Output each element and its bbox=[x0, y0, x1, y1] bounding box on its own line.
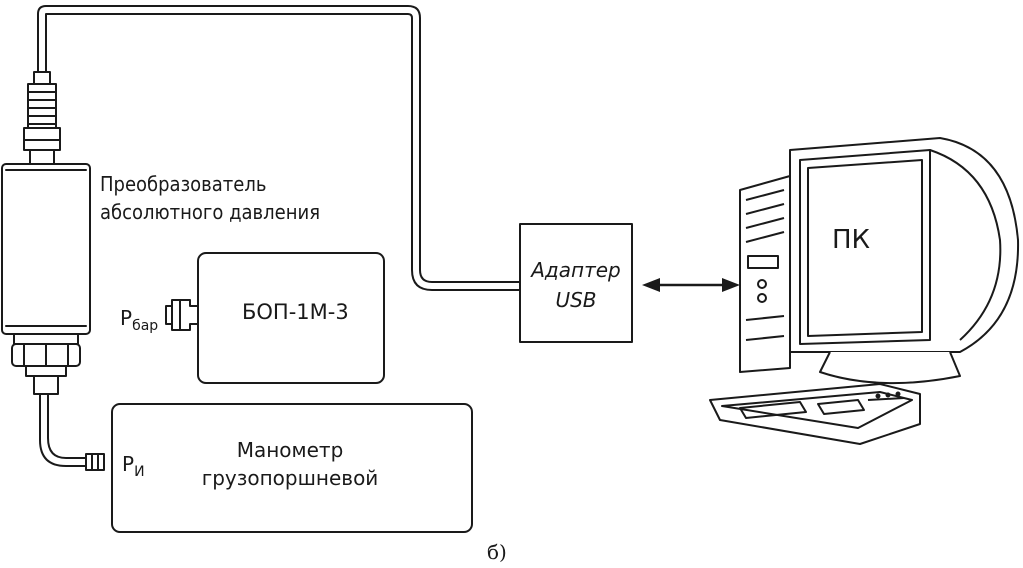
p-bar-sub: бар bbox=[132, 318, 159, 334]
sensor-label-line2: абсолютного давления bbox=[100, 200, 321, 224]
pc-monitor-body bbox=[789, 137, 1020, 353]
p-bar-main: P bbox=[120, 306, 133, 330]
adapter-label-line2: USB bbox=[555, 288, 597, 312]
pc-illustration bbox=[709, 137, 1020, 445]
p-bar-symbol: Pбар bbox=[120, 306, 158, 334]
top-connector-ferrule bbox=[33, 71, 51, 85]
p-i-main: P bbox=[122, 452, 135, 476]
sensor-label-line1: Преобразователь bbox=[100, 172, 267, 196]
gauge-connector bbox=[85, 453, 105, 471]
pc-monitor-stand bbox=[819, 351, 961, 385]
p-i-sub: И bbox=[134, 464, 145, 480]
bop-box bbox=[197, 252, 385, 384]
sensor-label: Преобразователь абсолютного давления bbox=[100, 170, 320, 226]
tube-lower bbox=[39, 393, 87, 467]
cable-upper bbox=[37, 5, 521, 283]
sensor-body bbox=[1, 163, 91, 335]
gauge-label-line2: грузопоршневой bbox=[201, 466, 379, 490]
p-i-symbol: PИ bbox=[122, 452, 145, 480]
adapter-label: Адаптер USB bbox=[520, 255, 632, 315]
pc-keyboard bbox=[709, 383, 921, 445]
sensor-fitting-upper bbox=[13, 333, 79, 345]
gauge-label-line1: Манометр bbox=[236, 438, 344, 462]
top-connector-ridges bbox=[27, 91, 57, 125]
pc-label: ПК bbox=[832, 225, 871, 255]
bop-label: БОП-1М-3 bbox=[242, 300, 349, 324]
gauge-label: Манометр грузопоршневой bbox=[180, 436, 400, 492]
figure-caption: б) bbox=[487, 540, 507, 564]
gauge-box bbox=[111, 403, 473, 533]
cable-upper-inner bbox=[45, 13, 521, 291]
adapter-label-line1: Адаптер bbox=[531, 258, 621, 282]
pc-system-unit bbox=[739, 175, 791, 373]
adapter-box bbox=[519, 223, 633, 343]
bop-connector bbox=[171, 299, 199, 331]
pc-monitor-screen bbox=[807, 159, 923, 337]
top-connector-body bbox=[27, 83, 57, 129]
